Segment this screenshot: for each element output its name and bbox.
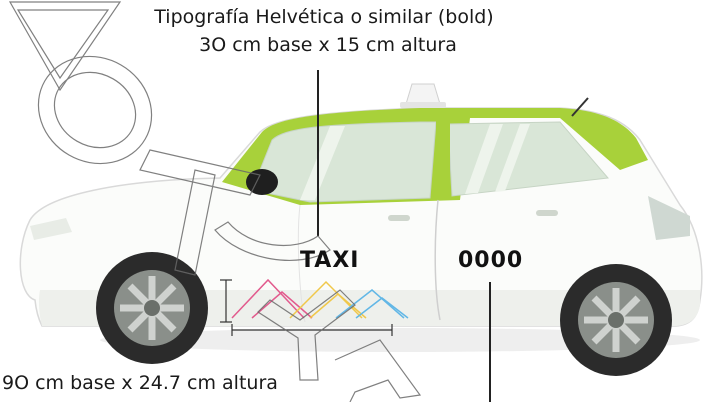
typography-size-annotation: 3O cm base x 15 cm altura bbox=[199, 34, 457, 56]
typography-annotation: Tipografía Helvética o similar (bold) bbox=[154, 6, 494, 28]
door-taxi-label: TAXI bbox=[300, 248, 360, 273]
watermark-logo bbox=[8, 1, 422, 402]
headlight bbox=[30, 218, 72, 240]
graphic-size-annotation: 9O cm base x 24.7 cm altura bbox=[2, 372, 278, 394]
side-mirror bbox=[246, 169, 278, 195]
front-window bbox=[251, 121, 437, 203]
dimension-lines bbox=[220, 279, 393, 336]
roof-sign bbox=[405, 83, 441, 105]
front-wheel-hub bbox=[144, 300, 160, 316]
door-seam bbox=[434, 199, 441, 321]
roof-sign-base bbox=[400, 102, 446, 108]
mountain-graphic bbox=[231, 278, 409, 319]
glass-reflection bbox=[300, 126, 345, 200]
door-number-label: 0000 bbox=[458, 248, 524, 273]
antenna bbox=[571, 97, 589, 117]
glass-reflection bbox=[465, 124, 503, 194]
ground-shadow bbox=[100, 328, 700, 352]
door-seam-front bbox=[297, 204, 306, 323]
glass-reflection bbox=[495, 124, 530, 192]
tail-light bbox=[648, 196, 690, 240]
b-pillar bbox=[436, 120, 450, 200]
rear-wheel-hub bbox=[608, 312, 624, 328]
door-handle bbox=[388, 215, 410, 221]
door-handle bbox=[536, 210, 558, 216]
